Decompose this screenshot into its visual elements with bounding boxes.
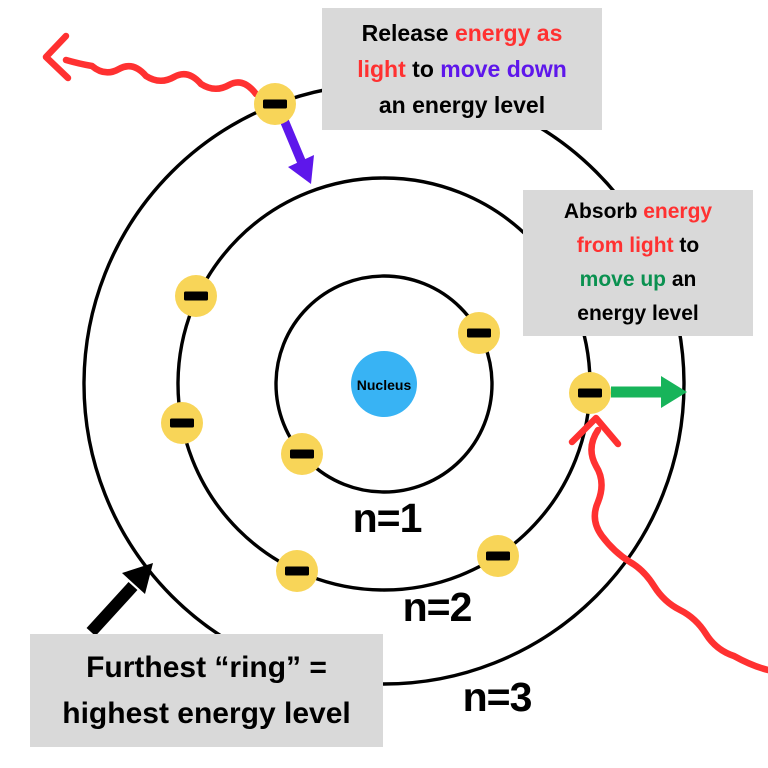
release-energy-callout: Release energy as light to move down an … xyxy=(322,8,602,130)
electron-minus-icon xyxy=(170,418,194,428)
nucleus-circle xyxy=(351,351,417,417)
electron-n2-left xyxy=(161,402,203,444)
electron-n1-upper-right xyxy=(458,312,500,354)
callout-text-line: an energy level xyxy=(378,92,546,118)
nucleus: Nucleus xyxy=(351,351,417,417)
photon-wave-absorb-icon xyxy=(588,426,768,674)
nucleus-label: Nucleus xyxy=(357,377,412,393)
ring-label-n1: n=1 xyxy=(353,495,422,541)
move-up-arrow-icon xyxy=(611,376,687,408)
callout-text-line: Release energy as xyxy=(361,20,563,46)
electron-n2-bottom-right xyxy=(477,535,519,577)
photon-arrowhead-release-icon xyxy=(42,32,72,82)
callout-text-line: from light to xyxy=(576,234,700,257)
electron-minus-icon xyxy=(263,99,287,109)
electron-minus-icon xyxy=(467,328,491,338)
photon-arrowhead-absorb-icon xyxy=(568,414,622,448)
callout-text-line: energy level xyxy=(577,302,699,325)
electron-n2-right xyxy=(569,372,611,414)
electron-n1-lower-left xyxy=(281,433,323,475)
electron-n3-top xyxy=(254,83,296,125)
electron-minus-icon xyxy=(184,291,208,301)
electron-minus-icon xyxy=(290,449,314,459)
electron-minus-icon xyxy=(285,566,309,576)
absorb-energy-callout: Absorb energy from light to move up an e… xyxy=(523,190,753,336)
electron-n2-bottom-left xyxy=(276,550,318,592)
outer-ring-pointer-arrow-icon xyxy=(86,563,153,637)
electron-minus-icon xyxy=(486,551,510,561)
ring-label-n3: n=3 xyxy=(463,674,532,720)
move-down-arrow-icon xyxy=(279,115,314,184)
pointer-arrowhead xyxy=(122,563,153,594)
callout-text-line: highest energy level xyxy=(62,696,351,730)
ring-label-n2: n=2 xyxy=(403,584,472,630)
pointer-arrow-shaft xyxy=(86,581,138,637)
callout-text-line: light to move down xyxy=(357,56,567,82)
electron-n2-upper-left xyxy=(175,275,217,317)
callout-text-line: Absorb energy xyxy=(563,200,713,223)
move-down-arrowhead xyxy=(288,155,314,184)
photon-wave-release-icon xyxy=(62,56,260,98)
orbit-ring-n1 xyxy=(274,274,494,494)
callout-text-line: move up an xyxy=(579,268,697,291)
move-up-arrowhead xyxy=(661,376,687,408)
furthest-ring-callout: Furthest “ring” = highest energy level xyxy=(30,634,383,747)
electron-minus-icon xyxy=(578,388,602,398)
callout-text-line: Furthest “ring” = xyxy=(86,650,327,684)
move-down-arrow-shaft xyxy=(279,115,307,168)
